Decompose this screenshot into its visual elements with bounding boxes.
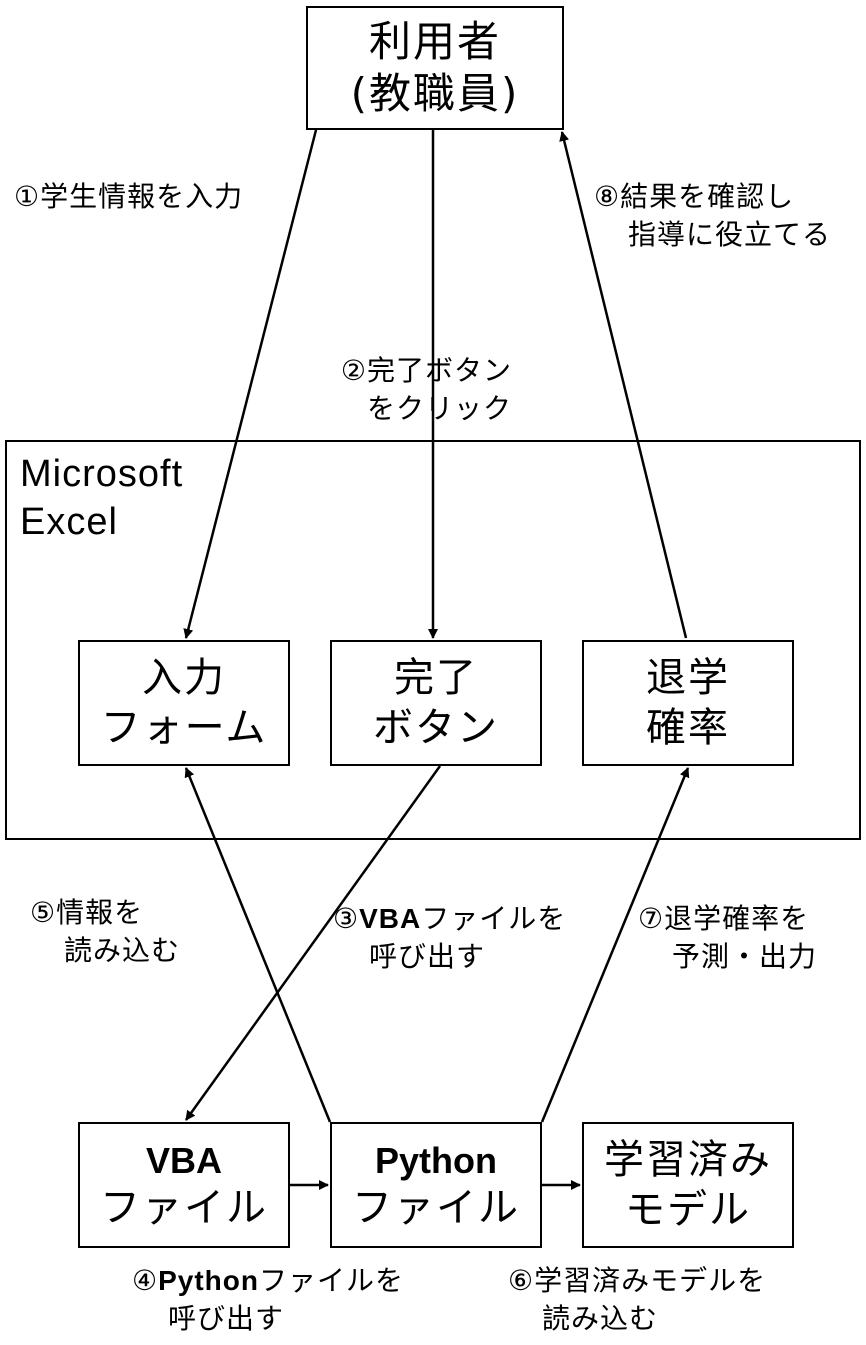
excel-label-line2: Excel: [20, 501, 118, 544]
vba-file-box: VBA ファイル: [78, 1122, 290, 1248]
step-5-label: ⑤情報を 読み込む: [30, 894, 180, 970]
step-8-line2: 指導に役立てる: [628, 217, 832, 251]
user-box: 利用者 (教職員): [306, 6, 564, 130]
step-2-label: ②完了ボタン をクリック: [333, 352, 512, 428]
step-3-rest: ファイルを: [421, 902, 567, 935]
trained-model-line2: モデル: [625, 1187, 751, 1233]
step-4-rest: ファイルを: [259, 1264, 405, 1297]
step-4-prefix: ④: [132, 1264, 159, 1297]
python-file-line2: ファイル: [352, 1184, 520, 1231]
step-4-line2: 呼び出す: [168, 1301, 285, 1335]
input-form-line2: フォーム: [100, 705, 268, 751]
step-4-line1: ④Pythonファイルを: [132, 1262, 404, 1300]
step-2-line1: ②完了ボタン: [340, 354, 513, 387]
step-5-line2: 読み込む: [64, 933, 181, 967]
python-file-line1: Python: [375, 1139, 497, 1181]
input-form-box: 入力 フォーム: [78, 640, 290, 766]
step-3-line1: ③VBAファイルを: [333, 900, 566, 938]
step-6-line2: 読み込む: [542, 1301, 659, 1335]
trained-model-line1: 学習済み: [604, 1137, 772, 1183]
step-8-label: ⑧結果を確認し 指導に役立てる: [594, 178, 831, 254]
step-4-label: ④Pythonファイルを 呼び出す: [132, 1262, 404, 1338]
dropout-rate-box: 退学 確率: [582, 640, 794, 766]
step-2-line2: をクリック: [367, 391, 513, 425]
step-1-line1: ①学生情報を入力: [14, 180, 244, 213]
step-7-label: ⑦退学確率を 予測・出力: [638, 900, 817, 976]
dropout-rate-line2: 確率: [646, 705, 730, 751]
step-6-line1: ⑥学習済みモデルを: [508, 1264, 767, 1297]
step-3-prefix: ③: [333, 902, 360, 935]
vba-file-line1: VBA: [145, 1139, 222, 1181]
step-4-latin: Python: [158, 1265, 259, 1296]
input-form-line1: 入力: [142, 655, 226, 701]
user-box-line1: 利用者: [368, 16, 501, 66]
step-5-line1: ⑤情報を: [30, 896, 144, 929]
step-7-line2: 予測・出力: [672, 939, 818, 973]
vba-file-line2: ファイル: [100, 1184, 268, 1231]
step-8-line1: ⑧結果を確認し: [594, 180, 795, 213]
dropout-rate-line1: 退学: [646, 655, 730, 701]
python-file-box: Python ファイル: [330, 1122, 542, 1248]
trained-model-box: 学習済み モデル: [582, 1122, 794, 1248]
complete-button-box: 完了 ボタン: [330, 640, 542, 766]
excel-label-line1: Microsoft: [20, 453, 184, 495]
complete-button-line2: ボタン: [373, 705, 499, 751]
step-1-label: ①学生情報を入力: [14, 178, 243, 216]
step-3-label: ③VBAファイルを 呼び出す: [333, 900, 566, 976]
step-6-label: ⑥学習済みモデルを 読み込む: [508, 1262, 766, 1338]
step-7-line1: ⑦退学確率を: [638, 902, 810, 935]
excel-label: Microsoft Excel: [20, 450, 183, 547]
complete-button-line1: 完了: [394, 655, 478, 701]
user-box-line2: (教職員): [350, 69, 520, 118]
step-3-line2: 呼び出す: [369, 939, 486, 973]
step-3-latin: VBA: [359, 903, 422, 934]
